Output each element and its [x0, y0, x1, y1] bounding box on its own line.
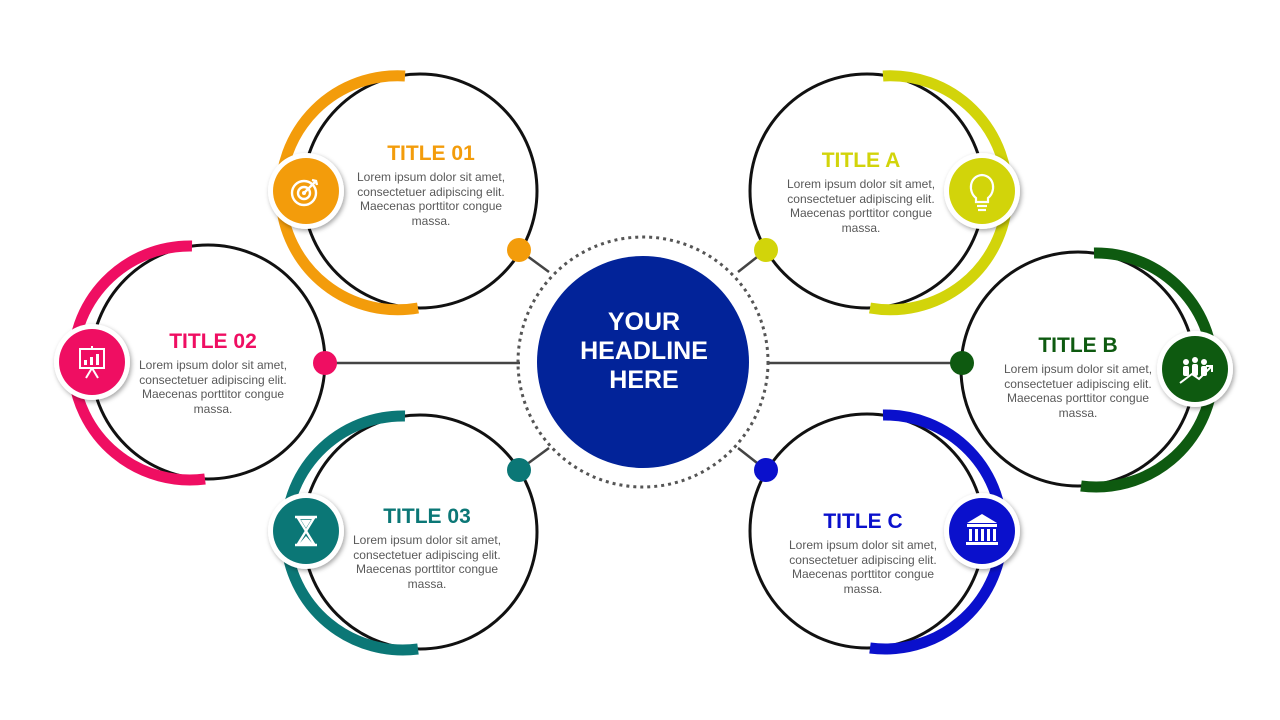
headline-line-2: HEADLINE	[580, 337, 708, 365]
body-line: massa.	[843, 581, 883, 596]
body-line: Maecenas porttitor congue	[1006, 391, 1150, 405]
headline: YOUR HEADLINE HERE	[538, 308, 750, 395]
presentation-chart-icon	[54, 324, 130, 400]
bank-icon	[944, 493, 1020, 569]
headline-line-3: HERE	[609, 366, 679, 394]
body-line: Maecenas porttitor congue	[355, 562, 499, 576]
node-title-02	[54, 240, 337, 486]
team-growth-icon	[1157, 331, 1233, 407]
node-title-a	[748, 70, 1020, 316]
node-title-01	[268, 70, 539, 316]
node-text-a: TITLE A Lorem ipsum dolor sit amet, cons…	[776, 149, 946, 235]
body-line: Lorem ipsum dolor sit amet,	[356, 170, 506, 184]
body-line: massa.	[841, 220, 881, 235]
body-line: consectetuer adipiscing elit.	[789, 552, 937, 567]
body-line: consectetuer adipiscing elit.	[357, 184, 505, 199]
body-line: Lorem ipsum dolor sit amet,	[786, 177, 936, 191]
connector-dot	[754, 458, 778, 482]
node-body: Lorem ipsum dolor sit amet, consectetuer…	[342, 533, 512, 591]
body-line: Maecenas porttitor congue	[359, 199, 503, 213]
node-body: Lorem ipsum dolor sit amet, consectetuer…	[778, 538, 948, 596]
body-line: massa.	[411, 213, 451, 228]
hourglass-icon	[268, 493, 344, 569]
connector-dot	[507, 458, 531, 482]
body-line: massa.	[193, 401, 233, 416]
node-body: Lorem ipsum dolor sit amet, consectetuer…	[776, 177, 946, 235]
hub-dotted-ring	[516, 235, 770, 489]
node-body: Lorem ipsum dolor sit amet, consectetuer…	[993, 362, 1163, 420]
connector-dot	[507, 238, 531, 262]
node-title: TITLE 02	[169, 330, 257, 353]
node-text-01: TITLE 01 Lorem ipsum dolor sit amet, con…	[346, 142, 516, 228]
headline-line-1: YOUR	[607, 308, 681, 336]
body-line: consectetuer adipiscing elit.	[1004, 376, 1152, 391]
node-title: TITLE C	[823, 510, 903, 533]
node-text-02: TITLE 02 Lorem ipsum dolor sit amet, con…	[128, 330, 298, 416]
target-icon	[268, 153, 344, 229]
node-text-b: TITLE B Lorem ipsum dolor sit amet, cons…	[993, 334, 1163, 420]
body-line: Maecenas porttitor congue	[791, 567, 935, 581]
body-line: Maecenas porttitor congue	[141, 387, 285, 401]
body-line: consectetuer adipiscing elit.	[353, 547, 501, 562]
node-text-c: TITLE C Lorem ipsum dolor sit amet, cons…	[778, 510, 948, 596]
node-body: Lorem ipsum dolor sit amet, consectetuer…	[128, 358, 298, 416]
body-line: Maecenas porttitor congue	[789, 206, 933, 220]
node-title: TITLE A	[821, 149, 901, 172]
body-line: Lorem ipsum dolor sit amet,	[352, 533, 502, 547]
node-body: Lorem ipsum dolor sit amet, consectetuer…	[346, 170, 516, 228]
hub-circle	[537, 256, 749, 468]
body-line: consectetuer adipiscing elit.	[139, 372, 287, 387]
node-title: TITLE 01	[387, 142, 475, 165]
body-line: massa.	[407, 576, 447, 591]
node-title-c	[748, 409, 1020, 655]
node-title: TITLE B	[1038, 334, 1118, 357]
body-line: Lorem ipsum dolor sit amet,	[1003, 362, 1153, 376]
node-title: TITLE 03	[383, 505, 471, 528]
body-line: Lorem ipsum dolor sit amet,	[788, 538, 938, 552]
lightbulb-icon	[944, 153, 1020, 229]
node-title-03	[268, 410, 539, 656]
body-line: massa.	[1058, 405, 1098, 420]
body-line: Lorem ipsum dolor sit amet,	[138, 358, 288, 372]
connector-dot	[754, 238, 778, 262]
body-line: consectetuer adipiscing elit.	[787, 191, 935, 206]
connector-dot	[950, 351, 974, 375]
node-title-b	[950, 247, 1233, 493]
node-text-03: TITLE 03 Lorem ipsum dolor sit amet, con…	[342, 505, 512, 591]
connector-dot	[313, 351, 337, 375]
